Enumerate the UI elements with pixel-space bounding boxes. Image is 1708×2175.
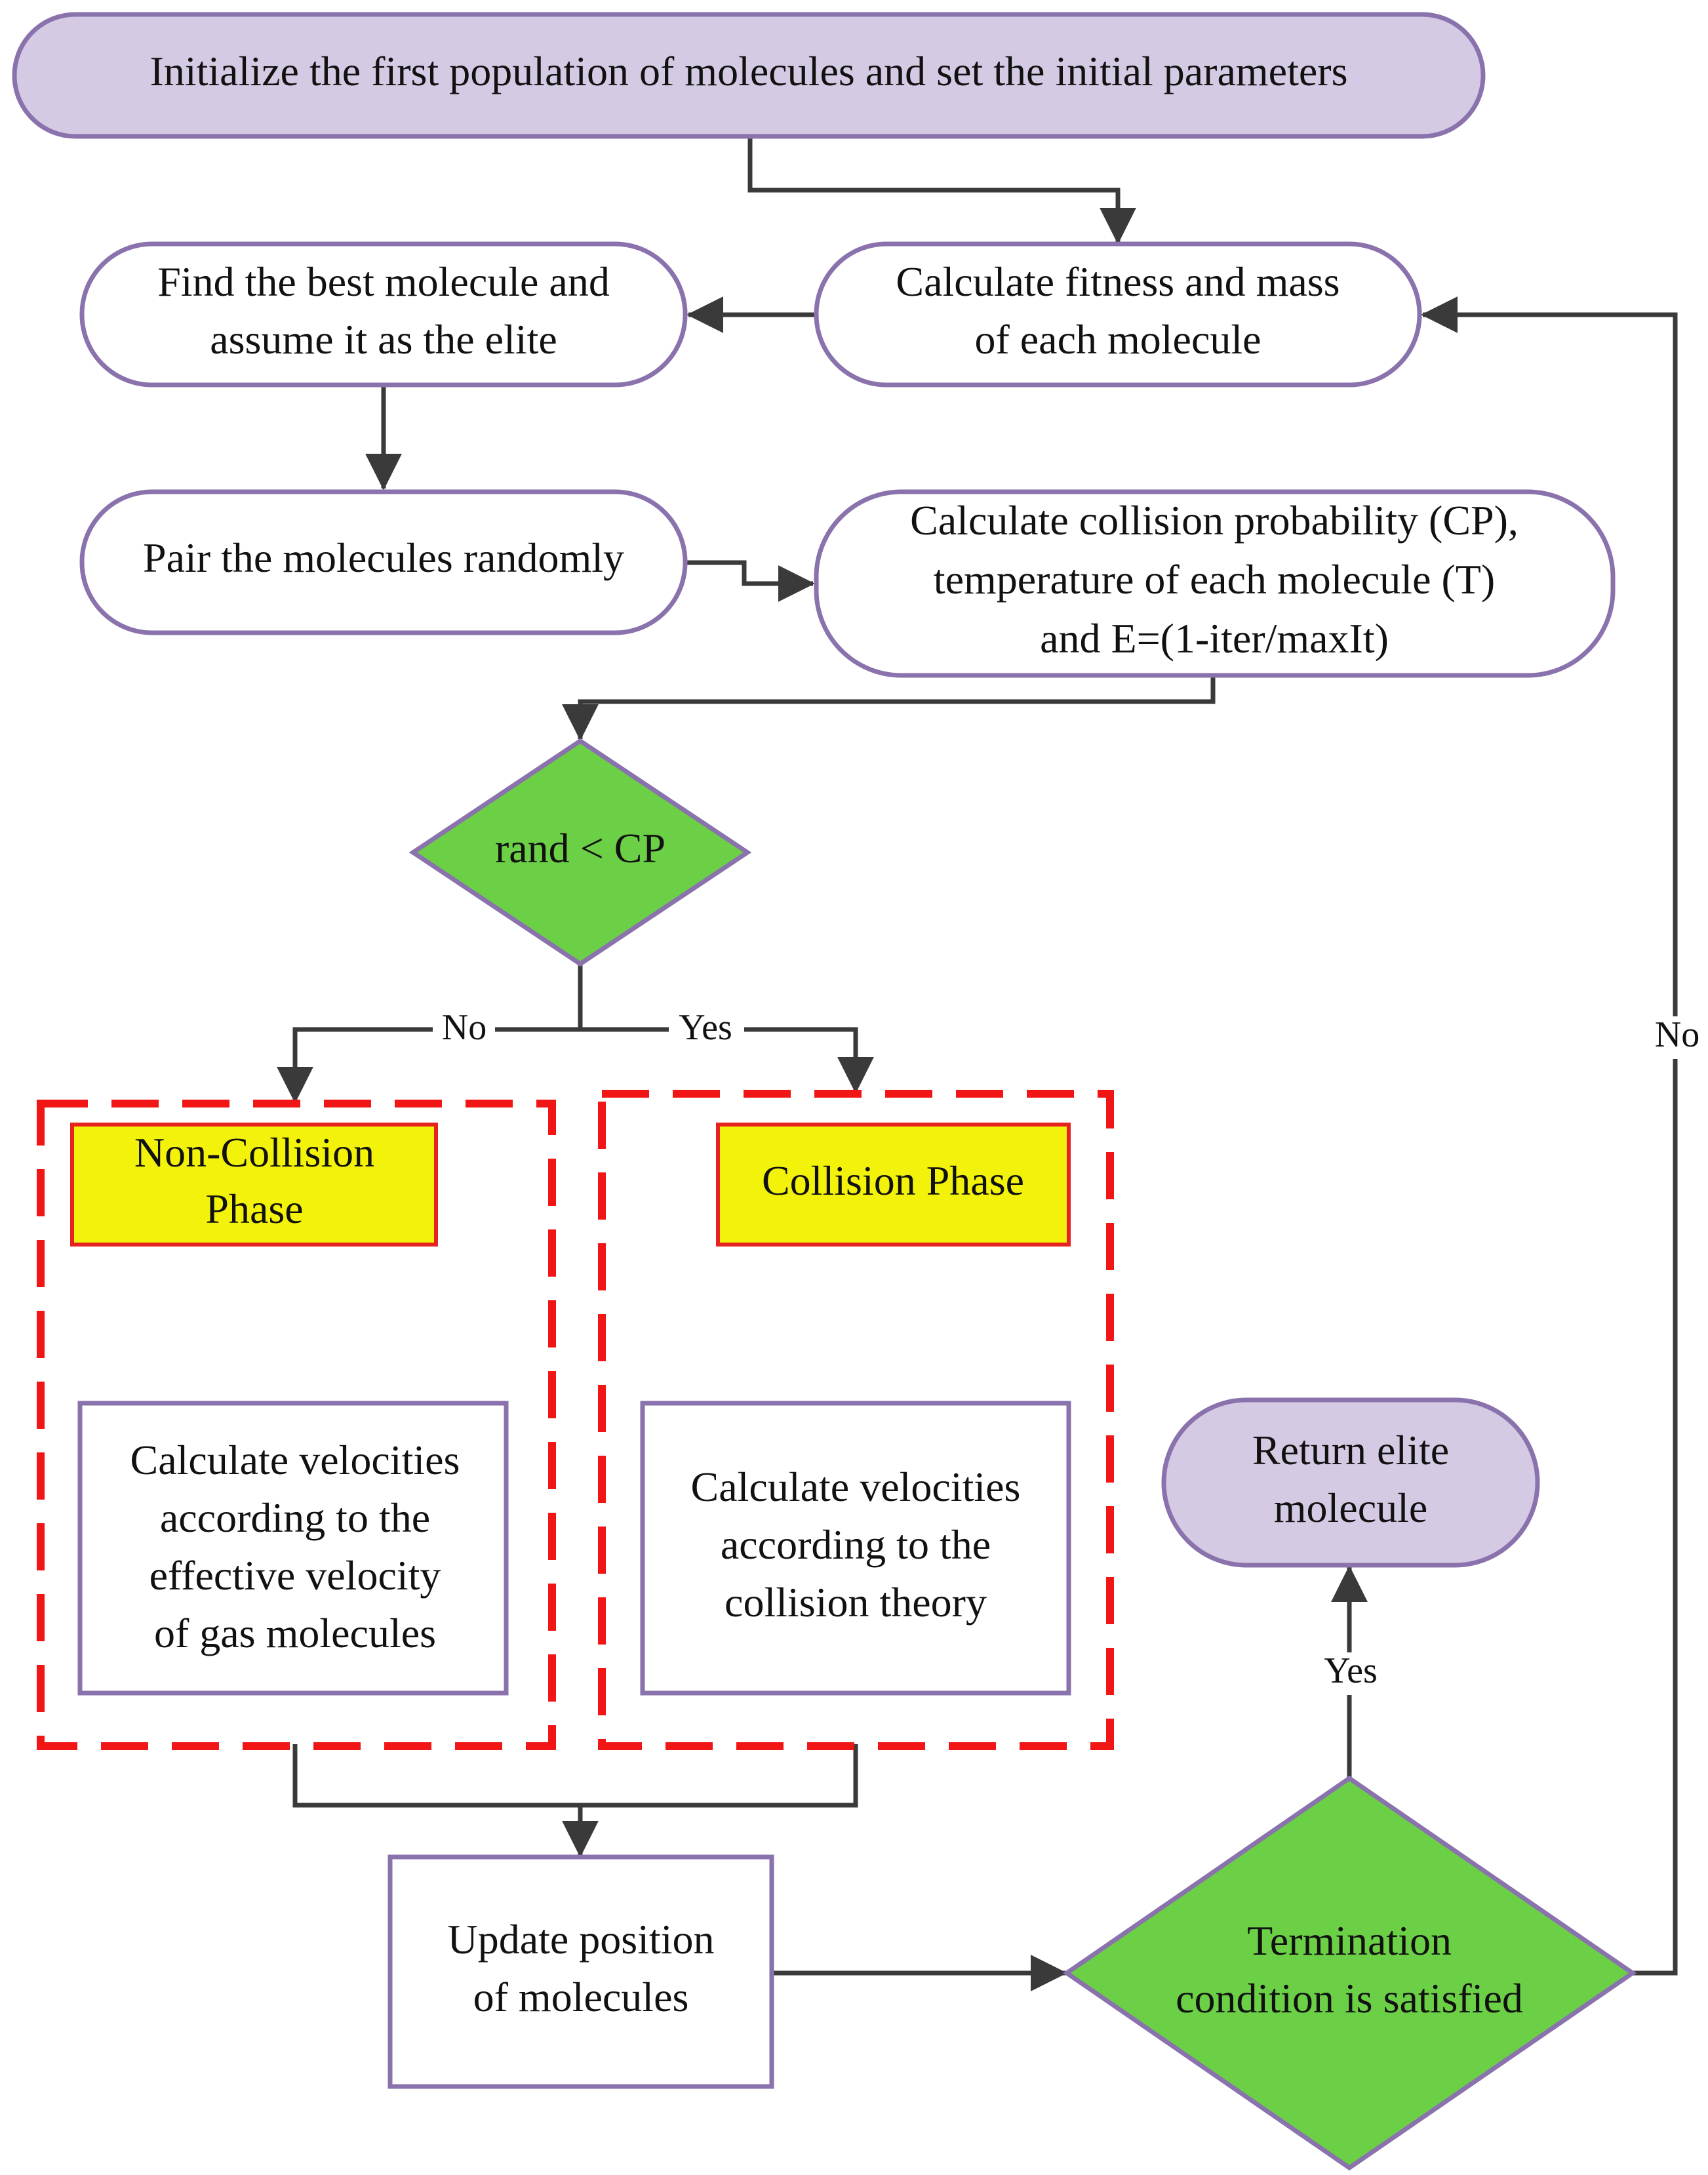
node-collision-phase: Collision Phase [716,1123,1071,1247]
node-calc-velocities-effective-shape [77,1401,509,1696]
node-return-elite-shape [1161,1397,1540,1568]
node-calc-fitness-shape [814,241,1422,388]
node-return-elite-text-line: Return elite [1252,1427,1449,1473]
edges [277,136,1678,1991]
node-decision-rand-shape [408,738,752,967]
node-termination-decision: Termination condition is satisfied [1062,1775,1637,2171]
label-bg-rand-yes [669,1010,744,1049]
edge-cp-to-decision [562,675,1216,741]
node-find-best-text-line: Find the best molecule and [157,258,610,305]
edge-labels: No Yes Yes No [433,1007,1708,1695]
node-termination-decision-shape [1062,1775,1637,2171]
node-calc-collision-prob-shape [814,489,1616,678]
node-calc-collision-prob-text-line: and E=(1-iter/maxIt) [1040,615,1389,662]
node-calc-velocities-effective-text-line: according to the [160,1494,430,1541]
node-update-position: Update position of molecules [387,1854,774,2089]
node-update-position-text-line: of molecules [473,1974,689,2020]
node-termination-decision-text-line: Termination [1247,1917,1452,1964]
node-non-collision-phase-text-line: Non-Collision [134,1129,374,1176]
node-calc-velocities-effective-text-line: Calculate velocities [130,1437,460,1483]
node-calc-fitness-text: Calculate fitness and mass of each molecu… [896,258,1340,363]
node-update-position-text: Update position of molecules [447,1916,714,2020]
node-calc-velocities-effective: Calculate velocities according to the effe… [77,1401,509,1696]
node-calc-velocities-collision-text-line: collision theory [725,1579,987,1626]
node-update-position-shape [387,1854,774,2089]
node-pair-molecules-text: Pair the molecules randomly [143,534,624,581]
node-collision-phase-text: Collision Phase [762,1157,1024,1204]
node-calc-velocities-effective-text-line: of gas molecules [154,1610,436,1656]
node-termination-decision-text: Termination condition is satisfied [1176,1917,1523,2022]
node-pair-molecules: Pair the molecules randomly [79,489,688,635]
node-collision-phase-text-line: Collision Phase [762,1157,1024,1204]
node-return-elite-text-line: molecule [1274,1485,1428,1531]
node-update-position-text-line: Update position [447,1916,714,1963]
node-decision-rand-text-line: rand < CP [495,825,665,871]
node-decision-rand-text: rand < CP [495,825,665,871]
collision-region [598,1090,1114,1750]
node-non-collision-phase-text-line: Phase [205,1186,303,1232]
node-calc-fitness: Calculate fitness and mass of each molecu… [814,241,1422,388]
node-calc-collision-prob-text-line: temperature of each molecule (T) [934,556,1495,603]
label-bg-termination-no [1646,1016,1708,1059]
node-calc-collision-prob-text: Calculate collision probability (CP), tem… [910,497,1519,662]
node-calc-fitness-text-line: Calculate fitness and mass [896,258,1340,305]
node-return-elite-text: Return elite molecule [1252,1427,1449,1531]
node-non-collision-phase-shape [70,1123,438,1247]
non-collision-region [37,1100,556,1750]
label-rand-no: No [442,1007,487,1048]
label-bg-rand-no [433,1010,495,1049]
label-termination-no: No [1655,1014,1699,1055]
node-calc-collision-prob: Calculate collision probability (CP), tem… [814,489,1616,678]
node-collision-phase-shape [716,1123,1071,1247]
node-initialize-text-line: Initialize the first population of molec… [150,48,1348,94]
node-calc-velocities-collision-shape [640,1401,1071,1696]
node-calc-velocities-collision-text-line: Calculate velocities [691,1464,1021,1510]
node-initialize-shape [12,12,1486,139]
node-calc-velocities-collision: Calculate velocities according to the coll… [640,1401,1071,1696]
node-initialize-text: Initialize the first population of molec… [150,48,1348,94]
node-initialize: Initialize the first population of molec… [12,12,1486,139]
node-find-best-text-line: assume it as the elite [210,316,557,363]
node-find-best: Find the best molecule and assume it as t… [79,241,688,388]
node-find-best-text: Find the best molecule and assume it as t… [157,258,610,363]
edge-noncollision-merge [292,1744,858,1808]
label-rand-yes: Yes [679,1007,732,1048]
node-decision-rand: rand < CP [408,738,752,967]
edge-termination-no [1421,296,1678,1976]
node-calc-velocities-collision-text-line: according to the [721,1521,991,1568]
node-find-best-shape [79,241,688,388]
node-calc-fitness-text-line: of each molecule [974,316,1261,363]
node-return-elite: Return elite molecule [1161,1397,1540,1568]
node-calc-velocities-effective-text: Calculate velocities according to the effe… [130,1437,460,1656]
node-pair-molecules-shape [79,489,688,635]
label-termination-yes: Yes [1324,1650,1377,1691]
node-pair-molecules-text-line: Pair the molecules randomly [143,534,624,581]
label-bg-termination-yes [1311,1652,1387,1695]
node-termination-decision-text-line: condition is satisfied [1176,1975,1523,2022]
edge-init-to-fitness [747,136,1136,245]
node-calc-velocities-effective-text-line: effective velocity [149,1552,441,1599]
node-calc-velocities-collision-text: Calculate velocities according to the coll… [691,1464,1021,1626]
edge-pair-to-cp [686,560,815,602]
node-calc-collision-prob-text-line: Calculate collision probability (CP), [910,497,1519,544]
